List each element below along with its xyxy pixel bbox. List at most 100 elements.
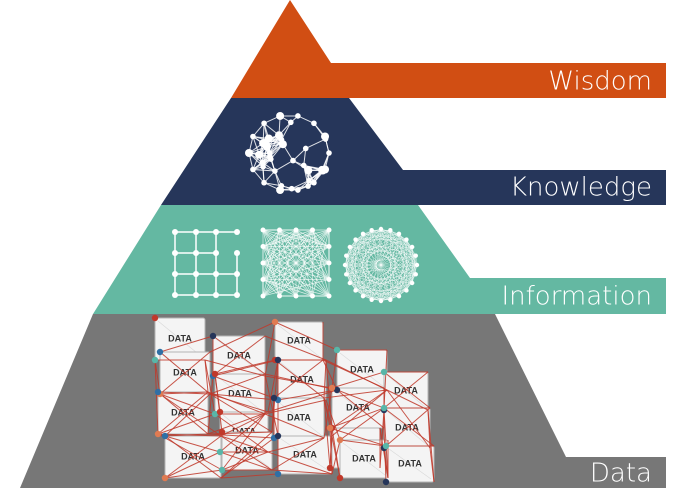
circle-link bbox=[362, 233, 413, 248]
grid-node bbox=[234, 292, 240, 298]
data-node bbox=[382, 478, 390, 486]
data-node bbox=[336, 474, 344, 482]
circle-link bbox=[346, 233, 400, 275]
data-link bbox=[323, 397, 331, 469]
sphere-node bbox=[250, 166, 256, 173]
sphere-node bbox=[326, 150, 332, 156]
information-circle-network bbox=[342, 226, 420, 304]
sphere-link bbox=[297, 115, 315, 124]
circle-link bbox=[380, 228, 416, 256]
data-link bbox=[267, 437, 325, 453]
data-link bbox=[204, 359, 209, 393]
circle-node bbox=[378, 298, 384, 304]
data-link bbox=[159, 335, 214, 353]
tier-information-label: Information bbox=[501, 282, 652, 312]
data-link bbox=[154, 359, 159, 435]
data-link bbox=[220, 413, 266, 437]
data-box: DATA bbox=[385, 445, 435, 483]
data-link bbox=[207, 375, 214, 435]
circle-link bbox=[390, 230, 400, 297]
circle-link bbox=[371, 230, 416, 256]
circle-link bbox=[344, 255, 416, 266]
data-link bbox=[331, 389, 388, 437]
circle-link bbox=[349, 228, 382, 284]
data-link bbox=[220, 437, 275, 479]
mesh-node bbox=[310, 227, 315, 233]
data-link bbox=[214, 335, 266, 375]
sphere-node bbox=[267, 153, 273, 160]
sphere-node bbox=[302, 145, 309, 152]
mesh-link bbox=[262, 229, 313, 264]
circle-link bbox=[398, 246, 413, 297]
circle-link bbox=[371, 239, 407, 300]
sphere-node bbox=[263, 142, 272, 151]
circle-link bbox=[390, 255, 416, 300]
sphere-node bbox=[321, 132, 330, 141]
data-link bbox=[323, 389, 388, 399]
tier-knowledge-label: Knowledge bbox=[510, 173, 652, 203]
data-link bbox=[339, 407, 385, 441]
data-link bbox=[207, 411, 269, 435]
data-link bbox=[204, 359, 266, 377]
data-link bbox=[383, 371, 431, 409]
sphere-link bbox=[274, 160, 294, 172]
data-box: DATA bbox=[214, 373, 266, 415]
mesh-link bbox=[312, 229, 330, 280]
mesh-link bbox=[262, 229, 297, 264]
circle-node bbox=[396, 231, 402, 237]
data-node bbox=[151, 314, 159, 322]
circle-link bbox=[346, 230, 391, 275]
sphere-node bbox=[261, 120, 267, 127]
data-box: DATA bbox=[336, 349, 388, 391]
information-mesh-network bbox=[260, 227, 332, 299]
circle-node bbox=[369, 228, 374, 233]
data-box-label: DATA bbox=[352, 453, 376, 463]
data-node bbox=[274, 470, 282, 478]
circle-link bbox=[362, 255, 416, 297]
data-link bbox=[273, 359, 324, 399]
mesh-link bbox=[262, 279, 330, 297]
data-link bbox=[209, 393, 273, 433]
data-node bbox=[380, 404, 388, 412]
circle-link bbox=[355, 228, 382, 291]
data-link bbox=[212, 335, 266, 375]
data-node bbox=[380, 368, 388, 376]
mesh-link bbox=[262, 229, 313, 280]
data-link bbox=[164, 435, 222, 479]
data-node bbox=[336, 436, 344, 444]
data-link bbox=[264, 321, 276, 377]
mesh-node bbox=[326, 277, 332, 282]
circle-link bbox=[355, 255, 416, 291]
sphere-node bbox=[300, 162, 307, 169]
circle-link bbox=[406, 255, 417, 291]
data-link bbox=[323, 359, 327, 399]
circle-node bbox=[344, 253, 349, 258]
circle-node bbox=[360, 293, 366, 299]
data-link bbox=[329, 407, 385, 429]
circle-link bbox=[371, 229, 413, 248]
sphere-node bbox=[288, 185, 295, 192]
grid-node bbox=[213, 292, 219, 298]
data-link bbox=[157, 391, 211, 395]
circle-link bbox=[346, 228, 382, 256]
tier-wisdom: Wisdom bbox=[231, 0, 666, 98]
circle-link bbox=[380, 255, 416, 302]
data-box-label: DATA bbox=[287, 412, 311, 422]
data-link bbox=[209, 393, 279, 401]
data-node bbox=[328, 384, 336, 392]
data-link bbox=[274, 321, 338, 351]
circle-node bbox=[344, 272, 349, 277]
sphere-link bbox=[252, 169, 265, 184]
data-node bbox=[154, 430, 162, 438]
sphere-node bbox=[260, 163, 266, 170]
grid-node bbox=[234, 229, 240, 235]
circle-link bbox=[380, 239, 407, 302]
sphere-link bbox=[291, 180, 310, 190]
mesh-link bbox=[262, 279, 280, 297]
data-link bbox=[386, 389, 429, 411]
data-link bbox=[221, 413, 266, 471]
circle-link bbox=[411, 255, 417, 284]
circle-node bbox=[413, 253, 418, 258]
sphere-node bbox=[306, 177, 312, 184]
